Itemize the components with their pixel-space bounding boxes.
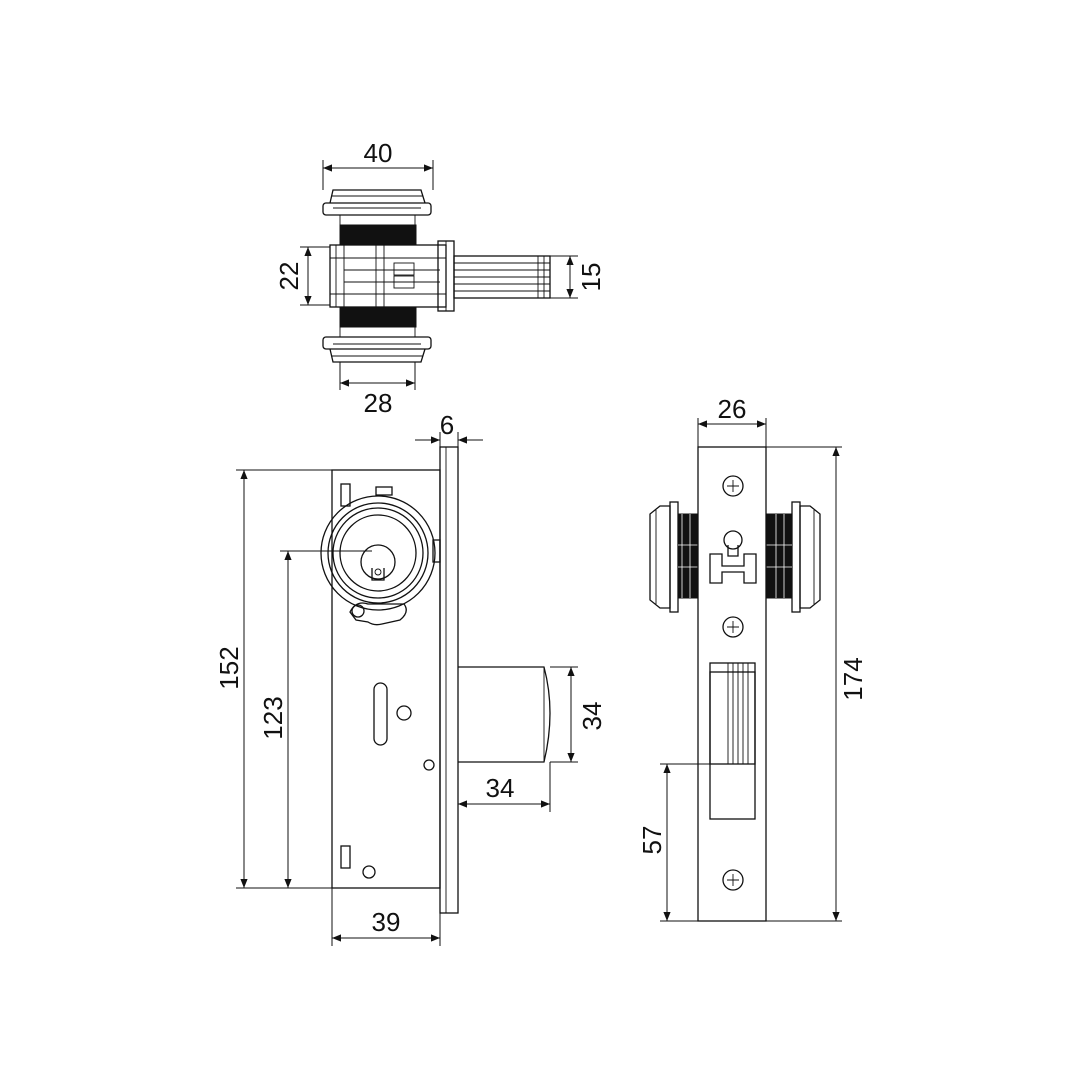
dim-bolt-projection-horizontal: 34: [486, 773, 515, 803]
dim-bolt-projection-vertical: 34: [577, 702, 607, 731]
dim-faceplate-thickness: 6: [440, 410, 454, 440]
dim-faceplate-length: 174: [838, 657, 868, 700]
dim-cylinder-width: 40: [364, 138, 393, 168]
side-view: 6 152 123 34 34 39: [214, 410, 607, 946]
dim-overall-height: 152: [214, 646, 244, 689]
dim-faceplate-width: 26: [718, 394, 747, 424]
dim-bolt-center-height: 57: [637, 826, 667, 855]
dim-bolt-height: 15: [576, 263, 606, 292]
front-view: 26 174 57: [637, 394, 868, 922]
dim-key-center-height: 123: [258, 696, 288, 739]
dim-backset-depth: 39: [372, 907, 401, 937]
top-view: 40 22 15 28: [274, 138, 606, 418]
dim-body-height: 22: [274, 262, 304, 291]
dim-collar-width: 28: [364, 388, 393, 418]
